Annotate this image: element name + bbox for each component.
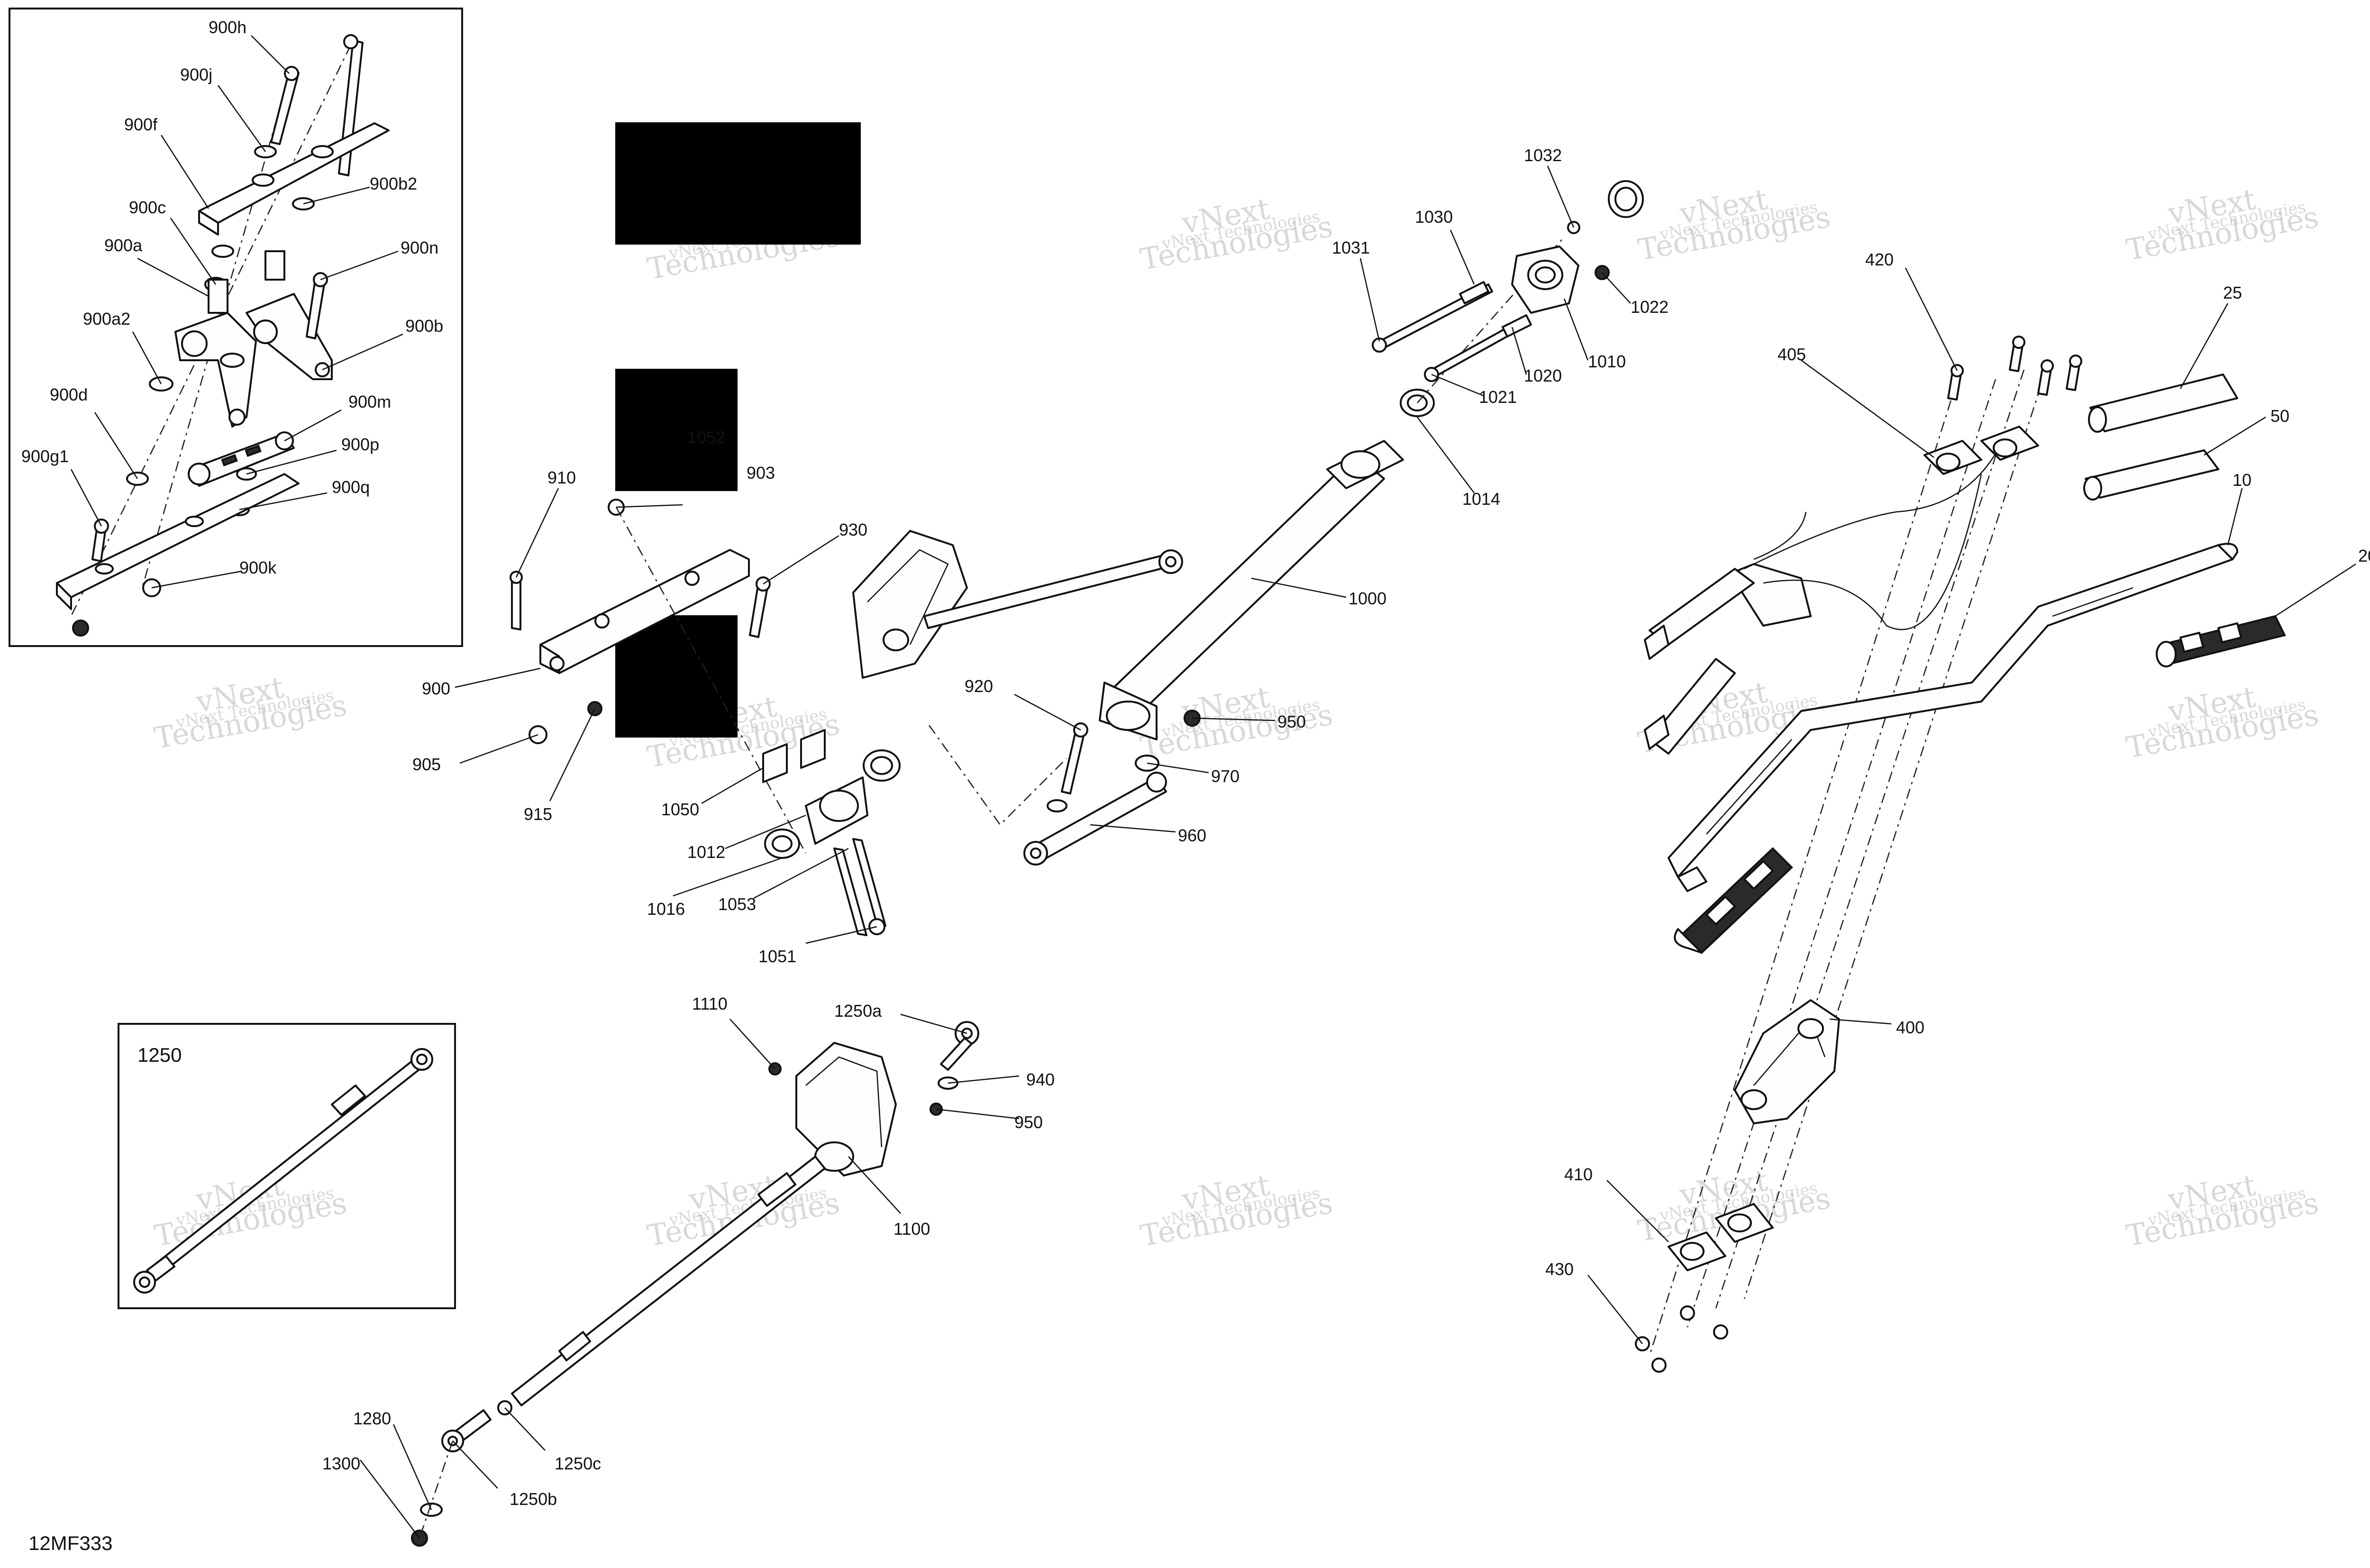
callout-900a2: 900a2 xyxy=(83,309,130,328)
callout-900b: 900b xyxy=(405,316,443,336)
callout-1051: 1051 xyxy=(758,947,796,966)
callout-1032: 1032 xyxy=(1524,146,1562,165)
callout-400: 400 xyxy=(1896,1018,1924,1037)
callout-1021: 1021 xyxy=(1479,387,1517,407)
callout-1052: 1052 xyxy=(687,428,725,447)
inset-1250-label: 1250 xyxy=(137,1044,182,1066)
callout-900n: 900n xyxy=(401,238,438,257)
inset-frame-1250 xyxy=(118,1023,456,1309)
redaction-block xyxy=(615,615,738,738)
callout-1000: 1000 xyxy=(1349,589,1386,608)
callout-430: 430 xyxy=(1545,1259,1574,1279)
callout-1050: 1050 xyxy=(661,800,699,819)
callout-900a: 900a xyxy=(104,236,143,255)
callout-1300: 1300 xyxy=(322,1454,360,1473)
column-base-parts xyxy=(510,499,1183,936)
leader-lines xyxy=(70,35,2356,1539)
handlebar-parts xyxy=(1635,336,2286,1373)
callout-1012: 1012 xyxy=(687,842,725,862)
callout-900d: 900d xyxy=(50,385,88,404)
callout-930: 930 xyxy=(839,520,867,539)
callout-903: 903 xyxy=(747,463,775,483)
callout-915: 915 xyxy=(524,804,552,824)
callout-1020: 1020 xyxy=(1524,366,1562,385)
callout-405: 405 xyxy=(1778,345,1806,364)
callout-900p: 900p xyxy=(341,435,379,454)
callout-1016: 1016 xyxy=(647,899,685,919)
callout-10: 10 xyxy=(2233,470,2252,490)
callout-1010: 1010 xyxy=(1588,352,1626,371)
callout-940: 940 xyxy=(1026,1070,1055,1089)
callout-900h: 900h xyxy=(209,18,246,37)
callout-900b2: 900b2 xyxy=(370,174,417,193)
inset-frame-900 xyxy=(9,8,463,647)
callout-960: 960 xyxy=(1178,826,1206,845)
inset-900-parts xyxy=(56,34,390,637)
callout-1280: 1280 xyxy=(353,1409,391,1428)
redaction-block xyxy=(615,122,861,245)
inset-1250-parts xyxy=(133,1048,433,1294)
callout-410: 410 xyxy=(1564,1165,1593,1184)
figure-id: 12MF333 xyxy=(28,1532,112,1554)
callout-labels: 900h 900j 900f 900c 900b2 900a 900n 900a… xyxy=(21,18,2370,1554)
callout-1250b: 1250b xyxy=(510,1489,557,1509)
callout-50: 50 xyxy=(2270,406,2289,426)
callout-1031: 1031 xyxy=(1332,238,1370,257)
callout-900q: 900q xyxy=(332,477,370,497)
callout-420: 420 xyxy=(1865,250,1894,269)
callout-900: 900 xyxy=(422,679,450,698)
callout-1100: 1100 xyxy=(893,1219,930,1239)
callout-1250c: 1250c xyxy=(555,1454,601,1473)
lower-steering-parts xyxy=(411,1021,979,1547)
lower-link-parts xyxy=(1023,710,1201,866)
steering-column-parts xyxy=(1099,180,1644,740)
callout-1110: 1110 xyxy=(692,994,728,1013)
watermark: vNext Technologies vNext Technologies xyxy=(1138,1167,1335,1253)
callout-1014: 1014 xyxy=(1462,489,1500,509)
callout-1250a: 1250a xyxy=(834,1001,882,1021)
callout-25: 25 xyxy=(2223,283,2242,302)
callout-1022: 1022 xyxy=(1631,297,1668,317)
callout-900k: 900k xyxy=(239,558,277,577)
callout-900j: 900j xyxy=(180,65,212,84)
callout-900m: 900m xyxy=(348,392,391,411)
callout-950-upper: 950 xyxy=(1277,712,1306,731)
callout-900c: 900c xyxy=(129,198,166,217)
callout-20: 20 xyxy=(2358,546,2370,565)
callout-970: 970 xyxy=(1211,766,1240,786)
callout-950-lower: 950 xyxy=(1014,1112,1043,1132)
callout-900f: 900f xyxy=(124,115,158,134)
callout-1053: 1053 xyxy=(718,894,756,914)
callout-920: 920 xyxy=(965,676,993,696)
callout-905: 905 xyxy=(412,755,441,774)
callout-900g1: 900g1 xyxy=(21,447,69,466)
callout-1030: 1030 xyxy=(1415,207,1453,227)
redaction-block xyxy=(615,369,738,491)
callout-910: 910 xyxy=(547,468,576,487)
